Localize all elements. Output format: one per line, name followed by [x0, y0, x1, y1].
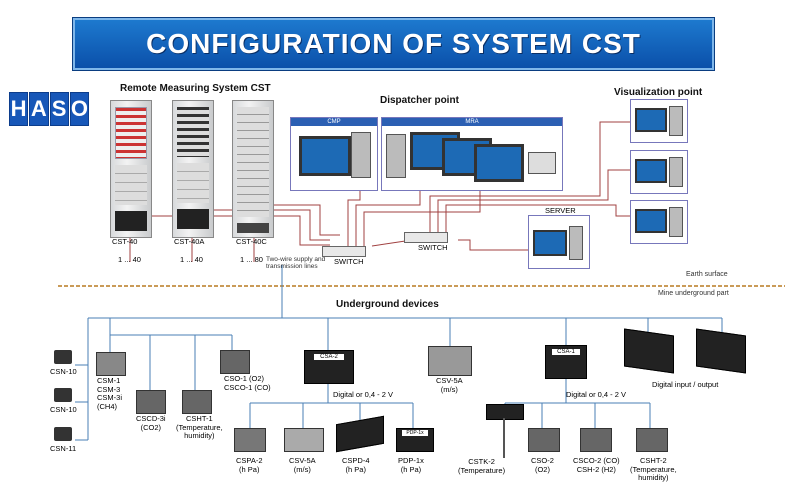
device-label: CSO-1 (O2) CSCO-1 (CO) — [224, 374, 271, 392]
visualization-workstation — [630, 150, 688, 194]
server-box — [528, 215, 590, 269]
device-label: CSTK-2 (Temperature) — [458, 457, 506, 475]
switch-label: SWITCH — [334, 257, 364, 266]
logo-letter: O — [69, 92, 89, 126]
pdp-device-icon: PDP-1x — [396, 428, 434, 452]
csv5a-device-icon — [284, 428, 324, 452]
earth-surface-label: Earth surface — [686, 271, 728, 278]
computer-tower-icon — [569, 226, 583, 260]
monitor-icon — [474, 144, 524, 182]
cabinet-range: 1 ... 80 — [240, 255, 263, 264]
sensor-icon — [54, 388, 72, 402]
device-label: CSM-1 CSM-3 CSM-3i (CH4) — [97, 376, 123, 411]
cabinet-cst40a — [172, 100, 214, 238]
cabinet-label: CST-40C — [236, 237, 267, 246]
mine-part-label: Mine underground part — [658, 290, 729, 297]
device-label: CSPD-4 (h Pa) — [342, 456, 370, 474]
device-label: CSPA-2 (h Pa) — [236, 456, 263, 474]
cscd-device-icon — [136, 390, 166, 414]
logo-letter: S — [49, 92, 69, 126]
csco2-device-icon — [580, 428, 612, 452]
sensor-icon — [54, 350, 72, 364]
underground-header: Underground devices — [336, 299, 439, 310]
server-label: SERVER — [545, 206, 576, 215]
digital-label: Digital or 0,4 - 2 V — [566, 390, 627, 399]
visualization-workstation — [630, 99, 688, 143]
device-label: CSV-5A (m/s) — [289, 456, 316, 474]
computer-tower-icon — [669, 157, 683, 187]
monitor-icon — [635, 209, 667, 233]
switch-label: SWITCH — [418, 243, 448, 252]
page-title: CONFIGURATION OF SYSTEM CST — [146, 28, 641, 59]
logo-letter: H — [9, 92, 29, 126]
remote-header: Remote Measuring System CST — [120, 83, 271, 94]
csa2-label: CSA-2 — [314, 354, 344, 360]
switch-device — [404, 232, 448, 243]
digital-io-module — [624, 328, 674, 374]
csht-device-icon — [182, 390, 212, 414]
cstk-probe — [503, 418, 505, 458]
device-label: PDP-1x (h Pa) — [398, 456, 424, 474]
pdp-tag: PDP-1x — [402, 430, 428, 436]
visualization-header: Visualization point — [614, 87, 703, 98]
device-label: CSCO-2 (CO) CSH-2 (H2) — [573, 456, 620, 474]
two-wire-note: Two-wire supply and transmission lines — [266, 256, 326, 270]
sensor-icon — [54, 427, 72, 441]
cabinet-range: 1 ... 40 — [118, 255, 141, 264]
csa1-device: CSA-1 — [545, 345, 587, 379]
dispatcher-header: Dispatcher point — [380, 95, 459, 106]
cabinet-label: CST-40A — [174, 237, 205, 246]
cmp-label: CMP — [291, 118, 377, 126]
monitor-icon — [299, 136, 351, 176]
csv5a-device-icon — [428, 346, 472, 376]
cabinet-cst40c — [232, 100, 274, 238]
switch-device — [322, 246, 366, 257]
cmp-box: CMP — [290, 117, 378, 191]
printer-icon — [528, 152, 556, 174]
sensor-label: CSN-10 — [50, 405, 77, 414]
haso-logo: H A S O — [9, 92, 89, 126]
csa2-device: CSA-2 — [304, 350, 354, 384]
digital-io-module — [696, 328, 746, 374]
device-label: CSCD-3i (CO2) — [136, 414, 166, 432]
logo-letter: A — [29, 92, 49, 126]
device-label: CSV-5A (m/s) — [436, 376, 463, 394]
mra-label: MRA — [382, 118, 562, 126]
visualization-workstation — [630, 200, 688, 244]
computer-tower-icon — [669, 106, 683, 136]
sensor-label: CSN-11 — [50, 444, 77, 453]
cstk-device-icon — [486, 404, 524, 420]
csht2-device-icon — [636, 428, 668, 452]
cabinet-cst40 — [110, 100, 152, 238]
cspa-device-icon — [234, 428, 266, 452]
mra-box: MRA — [381, 117, 563, 191]
monitor-icon — [635, 108, 667, 132]
computer-tower-icon — [669, 207, 683, 237]
computer-tower-icon — [386, 134, 406, 178]
device-label: CSHT-2 (Temperature, humidity) — [630, 456, 677, 482]
digital-label: Digital or 0,4 - 2 V — [333, 390, 394, 399]
device-label: CSHT-1 (Temperature, humidity) — [176, 414, 223, 440]
cabinet-label: CST-40 — [112, 237, 138, 246]
cso2-device-icon — [528, 428, 560, 452]
csm-device-icon — [96, 352, 126, 376]
csa1-label: CSA-1 — [552, 349, 580, 355]
title-banner: CONFIGURATION OF SYSTEM CST — [72, 17, 715, 71]
monitor-icon — [533, 230, 567, 256]
cabinet-range: 1 ... 40 — [180, 255, 203, 264]
computer-tower-icon — [351, 132, 371, 178]
monitor-icon — [635, 159, 667, 183]
sensor-label: CSN-10 — [50, 367, 77, 376]
device-label: CSO-2 (O2) — [531, 456, 554, 474]
cso-device-icon — [220, 350, 250, 374]
digital-io-label: Digital input / output — [652, 380, 719, 389]
